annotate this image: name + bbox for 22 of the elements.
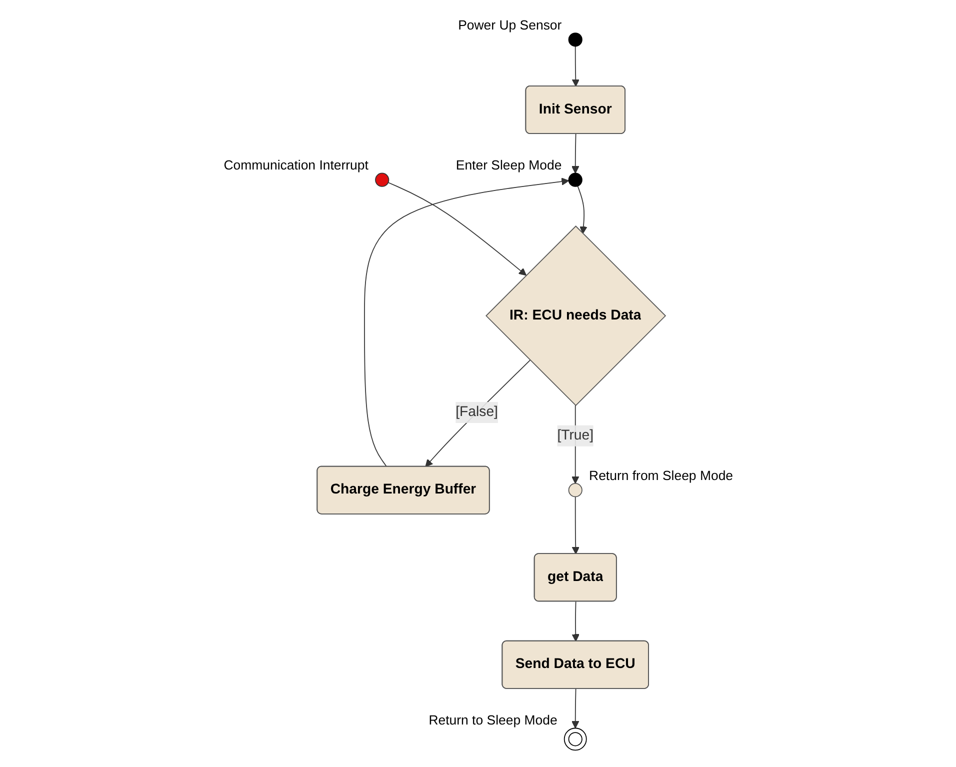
arrow	[576, 185, 587, 234]
arrow	[364, 177, 569, 467]
arrow	[571, 600, 580, 642]
arrow	[387, 182, 526, 276]
node-caption: Enter Sleep Mode	[456, 157, 562, 172]
node-diamond: IR: ECU needs Data	[485, 225, 666, 406]
node-caption: Return from Sleep Mode	[588, 467, 733, 482]
edge-label: [False]	[455, 404, 498, 420]
node-circle	[374, 172, 389, 186]
arrow	[571, 688, 579, 728]
arrow	[424, 359, 530, 467]
arrow	[571, 133, 579, 174]
node-caption: Power Up Sensor	[458, 17, 562, 32]
arrow	[571, 45, 580, 86]
node-circle	[568, 172, 582, 186]
node-circle	[568, 32, 582, 46]
node-caption: Communication Interrupt	[223, 157, 368, 172]
edge-label: [True]	[556, 427, 594, 442]
arrow	[571, 496, 580, 554]
node-circle	[564, 727, 586, 750]
node-circle	[568, 482, 582, 497]
node-caption: Return to Sleep Mode	[428, 712, 557, 728]
